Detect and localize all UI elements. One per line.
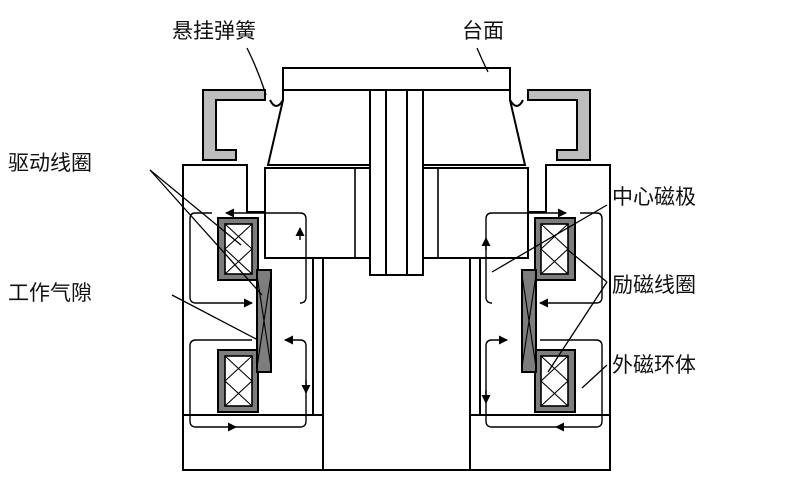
excitation-coil-upper-left <box>217 217 259 281</box>
label-suspension-spring: 悬挂弹簧 <box>172 19 256 43</box>
label-excitation-coil: 励磁线圈 <box>612 273 696 297</box>
label-drive-coil: 驱动线圈 <box>8 151 92 175</box>
label-working-air-gap: 工作气隙 <box>8 281 92 305</box>
suspension-spring-right <box>527 89 591 161</box>
excitation-coil-lower-right <box>534 349 576 413</box>
center-pole <box>264 167 529 471</box>
leader-lines <box>149 47 608 389</box>
excitation-coil-upper-right <box>534 217 576 281</box>
excitation-coil-lower-left <box>217 349 259 413</box>
drive-coil-right <box>521 269 537 373</box>
label-outer-magnetic-ring: 外磁环体 <box>612 353 696 377</box>
table-armature <box>266 67 527 276</box>
label-table: 台面 <box>462 19 504 43</box>
flux-lines-right <box>481 208 603 432</box>
flux-lines-left <box>189 208 311 432</box>
suspension-spring-left <box>202 89 266 161</box>
drive-coil-left <box>256 269 272 373</box>
label-center-pole: 中心磁极 <box>612 185 696 209</box>
